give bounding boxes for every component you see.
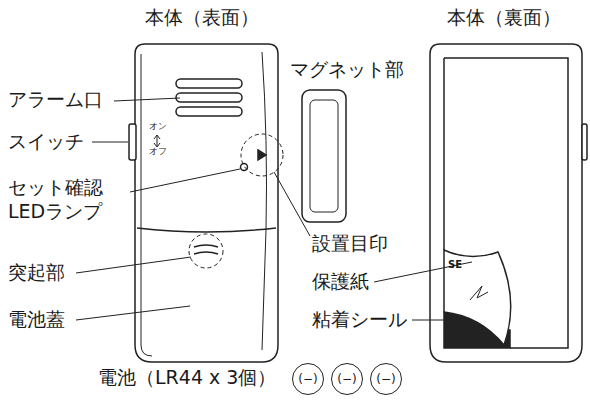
switch-label: オフ xyxy=(149,147,167,156)
heading: 本体（裏面） xyxy=(447,6,561,30)
alarm-slot xyxy=(176,107,242,116)
set-mark xyxy=(258,150,266,160)
part-label: 保護紙 xyxy=(312,270,369,294)
peel-mark xyxy=(470,286,488,300)
part-label: マグネット部 xyxy=(290,58,404,82)
body-edge xyxy=(262,52,267,350)
magnet xyxy=(302,90,346,222)
lid-line xyxy=(137,228,276,232)
battery-circle: (−) xyxy=(370,363,402,395)
switch xyxy=(129,124,136,160)
switch xyxy=(582,124,587,160)
part-label: スイッチ xyxy=(8,130,84,154)
switch-arrow xyxy=(154,135,160,147)
magnet-inner xyxy=(310,100,338,212)
back-body xyxy=(430,44,582,362)
battery-text: (−) xyxy=(298,372,317,386)
part-label: 粘着シール xyxy=(312,308,407,332)
dashed-circle xyxy=(189,234,223,268)
part-label: 設置目印 xyxy=(312,232,388,256)
adhesive-sticker xyxy=(443,58,445,250)
battery-circle: (−) xyxy=(331,363,363,395)
switch-label: オン xyxy=(149,122,167,131)
leader-lines xyxy=(76,98,472,320)
alarm-slot xyxy=(176,79,242,88)
protrusion xyxy=(194,245,218,254)
adhesive-sticker xyxy=(444,58,568,348)
part-label: セット確認 LEDランプ xyxy=(8,176,130,224)
protective-paper xyxy=(444,250,511,345)
part-label: 突起部 xyxy=(8,261,65,285)
part-label: 電池（LR44 x 3個） xyxy=(98,366,276,390)
paper-mark: SE xyxy=(448,260,462,270)
front-body xyxy=(135,44,278,362)
alarm-slot xyxy=(176,93,242,102)
battery-circle: (−) xyxy=(292,363,324,395)
part-label: 電池蓋 xyxy=(8,308,65,332)
heading: 本体（表面） xyxy=(145,6,259,30)
dashed-circle xyxy=(241,134,283,176)
battery-text: (−) xyxy=(376,372,395,386)
part-label: アラーム口 xyxy=(8,88,103,112)
battery-text: (−) xyxy=(337,372,356,386)
